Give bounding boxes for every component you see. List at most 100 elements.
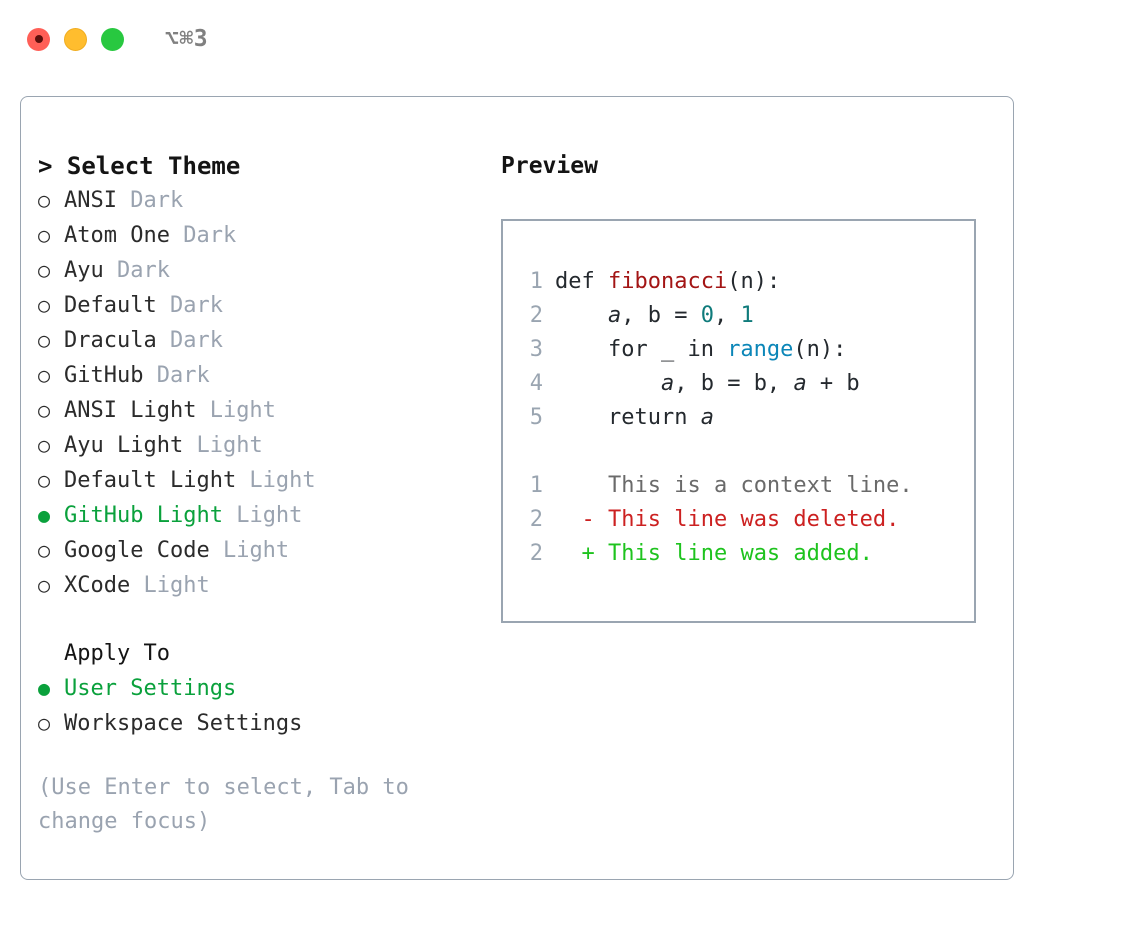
radio-unselected-icon: ○ — [38, 711, 51, 735]
apply-to-heading: Apply To — [64, 641, 170, 666]
code-token: , — [713, 303, 741, 328]
code-line-content: a, b = b, a + b — [555, 367, 860, 401]
theme-option-10[interactable]: ○ Google Code Light — [38, 533, 478, 568]
theme-option-label: ANSI Light — [64, 398, 197, 423]
theme-option-label: XCode — [64, 573, 131, 598]
theme-option-variant: Dark — [103, 258, 170, 283]
code-token: fibonacci — [607, 269, 728, 294]
code-line-3: 4 a, b = b, a + b — [517, 367, 974, 401]
theme-option-label: Default — [64, 293, 157, 318]
code-line-number: 4 — [529, 371, 543, 396]
code-line-number: 3 — [529, 337, 543, 362]
preview-heading: Preview — [501, 153, 598, 179]
theme-option-4[interactable]: ○Dracula Dark — [38, 323, 478, 358]
theme-option-6[interactable]: ○ANSI Light Light — [38, 393, 478, 428]
select-theme-heading: > Select Theme — [38, 152, 241, 180]
diff-sign: + — [555, 541, 595, 566]
code-token: 0 — [700, 303, 714, 328]
code-token: a — [793, 371, 807, 396]
code-token: range — [727, 337, 794, 362]
radio-unselected-icon: ○ — [38, 328, 51, 352]
close-button-icon[interactable] — [27, 27, 50, 51]
theme-option-variant: Dark — [116, 188, 184, 213]
theme-option-label: Ayu Light — [64, 433, 184, 458]
theme-option-variant: Light — [236, 468, 316, 493]
code-token: 1 — [740, 303, 754, 328]
theme-option-9[interactable]: ● GitHub Light Light — [38, 498, 478, 533]
radio-unselected-icon: ○ — [38, 468, 51, 492]
theme-option-2[interactable]: ○ Ayu Dark — [38, 253, 478, 288]
apply-to-option-1[interactable]: ○ Workspace Settings — [38, 706, 478, 741]
theme-option-variant: Dark — [156, 328, 223, 353]
radio-unselected-icon: ○ — [38, 538, 51, 562]
code-line-number: 5 — [529, 405, 543, 430]
main-panel: > Select Theme ○ANSI Dark○Atom One Dark○… — [20, 96, 1014, 880]
radio-selected-icon: ● — [38, 503, 51, 527]
diff-line-0: 1 This is a context line. — [517, 469, 974, 503]
theme-option-variant: Dark — [156, 293, 223, 318]
code-line-content: def fibonacci(n): — [555, 265, 780, 299]
apply-to-option-list[interactable]: ● User Settings ○ Workspace Settings — [38, 671, 478, 741]
zoom-button-icon[interactable] — [101, 27, 124, 51]
radio-selected-icon: ● — [38, 676, 51, 700]
theme-option-label: ANSI — [64, 188, 117, 213]
theme-option-8[interactable]: ○ Default Light Light — [38, 463, 478, 498]
code-token — [555, 303, 608, 328]
code-token: def — [555, 269, 608, 294]
theme-option-3[interactable]: ○ Default Dark — [38, 288, 478, 323]
apply-to-option-0[interactable]: ● User Settings — [38, 671, 478, 706]
code-line-number: 2 — [529, 303, 543, 328]
diff-line-content: This line was deleted. — [594, 507, 900, 532]
theme-option-1[interactable]: ○Atom One Dark — [38, 218, 478, 253]
window-controls — [27, 27, 124, 51]
code-token: (n): — [727, 269, 781, 294]
diff-line-1: 2 - This line was deleted. — [517, 503, 974, 537]
code-token: (n): — [793, 337, 847, 362]
diff-line-number: 1 — [529, 473, 543, 498]
code-line-4: 5 return a — [517, 401, 974, 435]
theme-option-label: Ayu — [64, 258, 104, 283]
theme-option-variant: Dark — [169, 223, 237, 248]
theme-option-list[interactable]: ○ANSI Dark○Atom One Dark○Ayu Dark○Defaul… — [38, 183, 478, 603]
keyboard-shortcut-label: ⌥⌘3 — [165, 25, 209, 52]
theme-option-variant: Dark — [143, 363, 210, 388]
radio-unselected-icon: ○ — [38, 573, 51, 597]
diff-line-number: 2 — [529, 507, 543, 532]
theme-option-5[interactable]: ○GitHub Dark — [38, 358, 478, 393]
diff-sample: 1 This is a context line.2 - This line w… — [517, 469, 974, 571]
theme-option-label: GitHub Light — [64, 503, 223, 528]
code-token: a — [660, 371, 675, 396]
theme-option-label: Default Light — [64, 468, 237, 493]
code-token: for _ in — [555, 337, 728, 362]
radio-unselected-icon: ○ — [38, 293, 51, 317]
hint-text: (Use Enter to select, Tab to change focu… — [38, 775, 409, 834]
code-token: a — [700, 405, 714, 430]
radio-unselected-icon: ○ — [38, 223, 51, 247]
theme-option-variant: Light — [209, 538, 290, 563]
code-token: b — [647, 303, 661, 328]
theme-option-11[interactable]: ○XCode Light — [38, 568, 478, 603]
theme-option-0[interactable]: ○ANSI Dark — [38, 183, 478, 218]
theme-option-7[interactable]: ○Ayu Light Light — [38, 428, 478, 463]
code-token — [555, 371, 661, 396]
apply-to-option-label: Workspace Settings — [64, 711, 303, 736]
code-token: return — [555, 405, 701, 430]
code-token: , — [621, 303, 648, 328]
code-token: , b = b, — [674, 371, 794, 396]
radio-unselected-icon: ○ — [38, 258, 51, 282]
minimize-button-icon[interactable] — [64, 27, 87, 51]
theme-option-label: Google Code — [64, 538, 210, 563]
code-line-content: for _ in range(n): — [555, 333, 846, 367]
radio-unselected-icon: ○ — [38, 433, 51, 457]
theme-option-variant: Light — [196, 398, 276, 423]
radio-unselected-icon: ○ — [38, 363, 51, 387]
diff-sign: - — [555, 507, 595, 532]
title-bar: ⌥⌘3 — [0, 0, 1140, 78]
code-diff-spacer — [517, 435, 974, 469]
theme-option-variant: Light — [222, 503, 303, 528]
apply-to-option-label: User Settings — [64, 676, 237, 701]
